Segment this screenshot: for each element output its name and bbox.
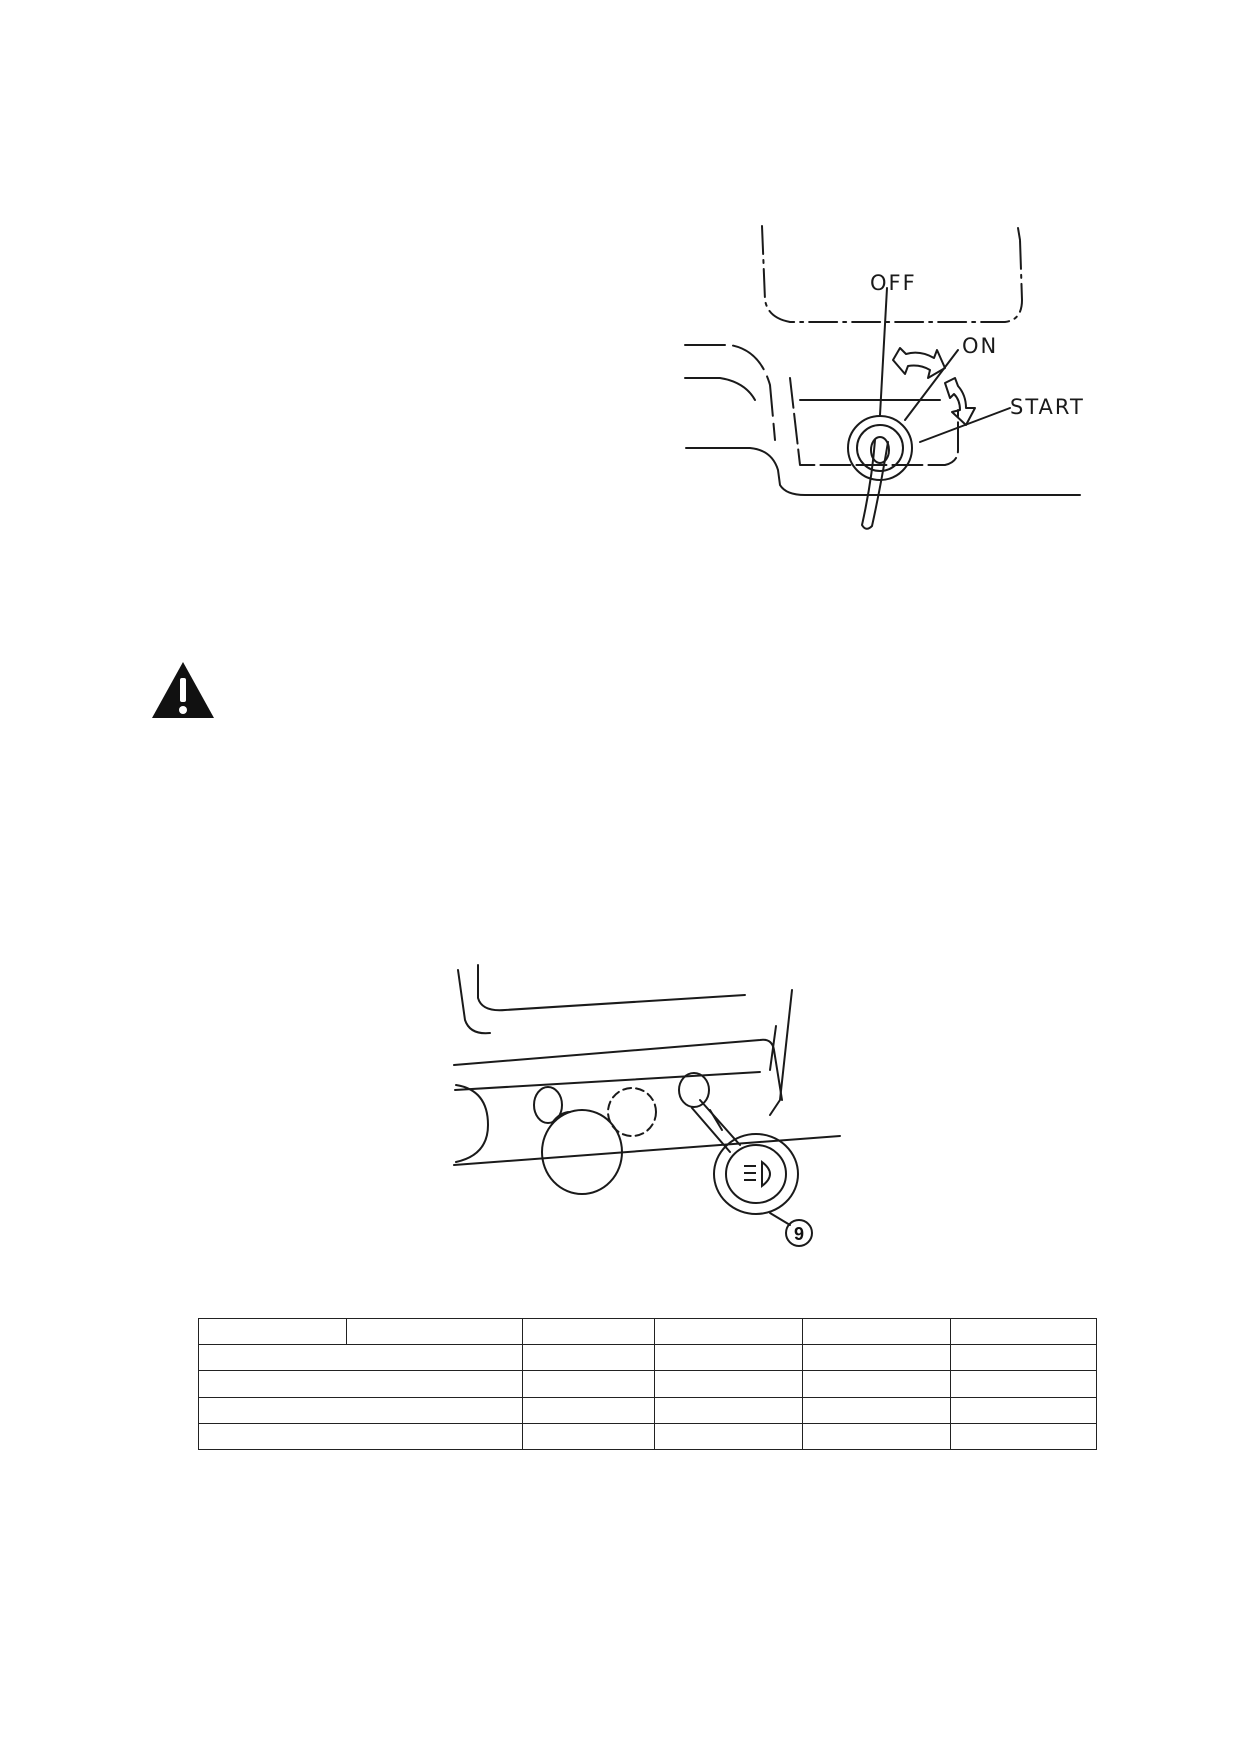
table-cell (198, 1370, 523, 1398)
table-cell (654, 1370, 803, 1398)
table-row (198, 1370, 1097, 1398)
table-row (198, 1396, 1097, 1424)
off-position-label: OFF (870, 271, 917, 295)
table-cell (346, 1317, 523, 1346)
table-row (198, 1422, 1097, 1451)
table-cell (654, 1422, 803, 1451)
table-cell (802, 1317, 951, 1346)
table-cell (654, 1317, 803, 1346)
table-cell (522, 1344, 655, 1372)
callout-number: 9 (794, 1224, 804, 1244)
warning-triangle-icon (152, 662, 214, 718)
on-position-label: ON (962, 334, 998, 358)
table-cell (198, 1344, 523, 1372)
table-cell (522, 1422, 655, 1451)
table-cell (522, 1370, 655, 1398)
table-cell (522, 1317, 655, 1346)
table-cell (522, 1396, 655, 1424)
table-cell (950, 1422, 1097, 1451)
headlight-icon (744, 1159, 771, 1189)
table-cell (198, 1317, 347, 1346)
table-cell (950, 1396, 1097, 1424)
table-cell (950, 1344, 1097, 1372)
table-cell (802, 1370, 951, 1398)
table-row (198, 1317, 1097, 1346)
table-cell (950, 1317, 1097, 1346)
table-cell (198, 1396, 523, 1424)
table-cell (654, 1396, 803, 1424)
table-cell (950, 1370, 1097, 1398)
table-cell (654, 1344, 803, 1372)
headlight-switch-figure: 9 (453, 964, 841, 1247)
table-cell (802, 1396, 951, 1424)
start-position-label: START (1010, 395, 1085, 419)
ignition-switch-figure: OFF ON START (684, 225, 1085, 530)
spec-table (198, 1317, 1097, 1451)
table-cell (802, 1422, 951, 1451)
table-cell (802, 1344, 951, 1372)
table-row (198, 1344, 1097, 1372)
table-cell (198, 1422, 523, 1451)
